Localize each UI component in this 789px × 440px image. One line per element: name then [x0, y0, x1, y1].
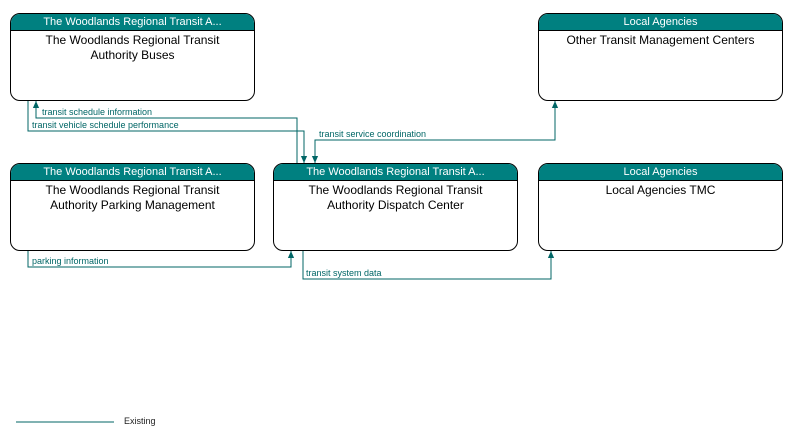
box-local-agencies-tmc[interactable]: Local Agencies Local Agencies TMC — [538, 163, 783, 251]
box-header: Local Agencies — [539, 14, 782, 31]
box-body: Local Agencies TMC — [605, 183, 716, 197]
flow-label-transit-service-coordination: transit service coordination — [319, 129, 427, 139]
box-body: The Woodlands Regional Transit Authority… — [45, 33, 220, 62]
box-woodlands-buses[interactable]: The Woodlands Regional Transit A... The … — [10, 13, 255, 101]
flow-label-transit-vehicle-schedule-performance: transit vehicle schedule performance — [32, 120, 179, 130]
box-header: Local Agencies — [539, 164, 782, 181]
box-header: The Woodlands Regional Transit A... — [11, 164, 254, 181]
flow-label-parking-information: parking information — [32, 256, 109, 266]
flow-label-transit-schedule-information: transit schedule information — [42, 107, 153, 117]
box-body: The Woodlands Regional Transit Authority… — [308, 183, 483, 212]
legend-existing-label: Existing — [124, 416, 156, 426]
box-header: The Woodlands Regional Transit A... — [274, 164, 517, 181]
box-other-transit-management-centers[interactable]: Local Agencies Other Transit Management … — [538, 13, 783, 101]
box-header: The Woodlands Regional Transit A... — [11, 14, 254, 31]
box-body: The Woodlands Regional Transit Authority… — [45, 183, 220, 212]
box-woodlands-parking-management[interactable]: The Woodlands Regional Transit A... The … — [10, 163, 255, 251]
box-woodlands-dispatch-center[interactable]: The Woodlands Regional Transit A... The … — [273, 163, 518, 251]
box-body: Other Transit Management Centers — [566, 33, 755, 47]
flow-label-transit-system-data: transit system data — [306, 268, 382, 278]
